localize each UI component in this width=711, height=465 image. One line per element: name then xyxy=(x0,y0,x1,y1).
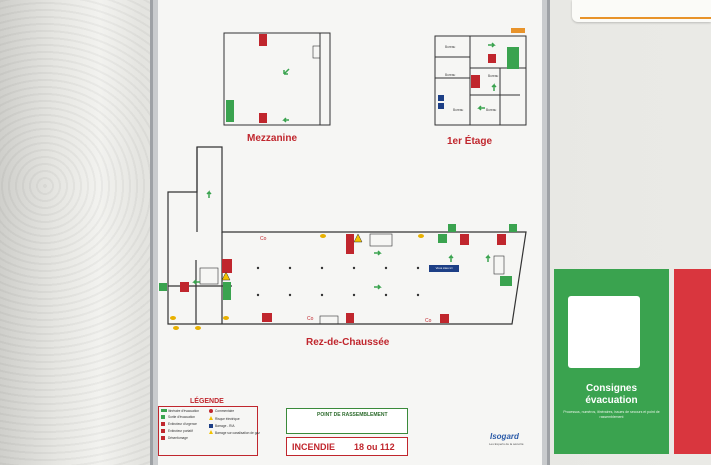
rdc-extinguisher-3 xyxy=(497,234,506,245)
room-label-2: Bureau xyxy=(445,73,456,77)
svg-text:Co: Co xyxy=(260,236,267,242)
etage-label-tag xyxy=(511,28,525,33)
mezzanine-label: Mezzanine xyxy=(247,133,298,144)
rdc-exit-sign-5 xyxy=(223,282,231,300)
rdc-plan xyxy=(167,146,527,325)
assembly-point-label: POINT DE RASSEMBLEMENT xyxy=(317,412,388,418)
evac-title-line2: évacuation xyxy=(585,395,638,406)
mezz-alarm-icon xyxy=(259,113,267,123)
svg-text:Co: Co xyxy=(307,316,314,322)
etage-arrow-3 xyxy=(477,105,485,111)
etage-arrow-1 xyxy=(488,42,496,48)
brand-subtitle: Les Experts de la sécurité xyxy=(489,442,524,446)
rdc-extinguisher-6 xyxy=(346,313,354,323)
rdc-warning-icon xyxy=(353,233,363,243)
mezz-extinguisher-icon xyxy=(259,34,267,46)
evacuation-panel-small-text: Processus, numéros, itinéraires, issues … xyxy=(563,410,660,419)
rdc-exit-sign-1 xyxy=(448,224,456,232)
rdc-exit-sign-3 xyxy=(438,234,447,243)
evac-title-line1: Consignes xyxy=(585,383,638,394)
rdc-exit-sign-2 xyxy=(509,224,517,232)
fire-numbers: 18 ou 112 xyxy=(354,442,395,452)
fire-label: INCENDIE xyxy=(292,442,336,452)
mezz-arrow-icon xyxy=(283,68,290,75)
legend-item: Désenfumage xyxy=(168,436,188,440)
wall-texture xyxy=(0,0,150,465)
top-card xyxy=(572,0,711,22)
svg-text:Co: Co xyxy=(425,318,432,324)
mezzanine-plan xyxy=(223,32,331,126)
top-card-stripe xyxy=(580,17,711,19)
rdc-pillars xyxy=(256,266,420,297)
rdc-co-markers: Co Co Co xyxy=(260,236,432,324)
fire-emergency-box xyxy=(286,437,408,456)
rdc-extinguisher-4 xyxy=(222,259,232,273)
legend-item: Commentaire xyxy=(215,409,235,413)
rdc-label: Rez-de-Chaussée xyxy=(306,337,390,348)
brand-logo-text: Isogard xyxy=(490,432,519,441)
legend-item: Extincteur portatif xyxy=(168,429,193,433)
rdc-extinguisher-2 xyxy=(460,234,469,245)
legend-box xyxy=(158,406,258,456)
legend-item: Sortie d'évacuation xyxy=(168,415,196,419)
room-label-4: Bureau xyxy=(453,108,464,112)
legend-item: Barrage - RIA xyxy=(215,424,235,428)
rdc-exit-ramp xyxy=(500,276,512,286)
rdc-yellow-markers xyxy=(170,234,424,330)
legend-item: Itinéraire d'évacuation xyxy=(168,409,200,413)
legend-item: Extincteur d'urgence xyxy=(168,422,197,426)
rdc-extinguisher-5 xyxy=(180,282,189,292)
red-side-panel xyxy=(674,269,711,454)
evacuation-panel-title: Consignes évacuation xyxy=(554,383,669,407)
you-are-here-marker: Vous êtes ici xyxy=(429,265,459,272)
room-label-1: Bureau xyxy=(445,45,456,49)
room-label-5: Bureau xyxy=(486,108,497,112)
etage-wc-icon-1 xyxy=(438,95,444,101)
etage-extinguisher-icon xyxy=(471,75,480,88)
rdc-warning-icon-2 xyxy=(221,271,231,281)
legend-title: LÉGENDE xyxy=(190,398,224,405)
etage-wc-icon-2 xyxy=(438,103,444,109)
etage-alarm-icon xyxy=(488,54,496,63)
rdc-arrows xyxy=(192,190,491,290)
legend-item: Risque électrique xyxy=(215,417,240,421)
etage-stairs-icon xyxy=(507,47,519,69)
assembly-point-box xyxy=(286,408,408,434)
rdc-extinguisher-1 xyxy=(346,234,354,254)
fire-emergency-text: INCENDIE 18 ou 112 xyxy=(292,442,395,452)
legend-icons xyxy=(161,409,213,440)
rdc-extinguisher-7 xyxy=(440,314,449,323)
etage-label: 1er Étage xyxy=(447,136,493,147)
legend-item: Barrage sur canalisation de gaz xyxy=(215,431,260,435)
mezz-arrow-icon-2 xyxy=(282,117,289,123)
rdc-alarm-8 xyxy=(262,313,272,322)
room-label-3: Bureau xyxy=(488,74,499,78)
qr-code-background xyxy=(568,296,640,368)
etage-arrow-2 xyxy=(491,83,497,91)
rdc-exit-sign-4 xyxy=(159,283,167,291)
